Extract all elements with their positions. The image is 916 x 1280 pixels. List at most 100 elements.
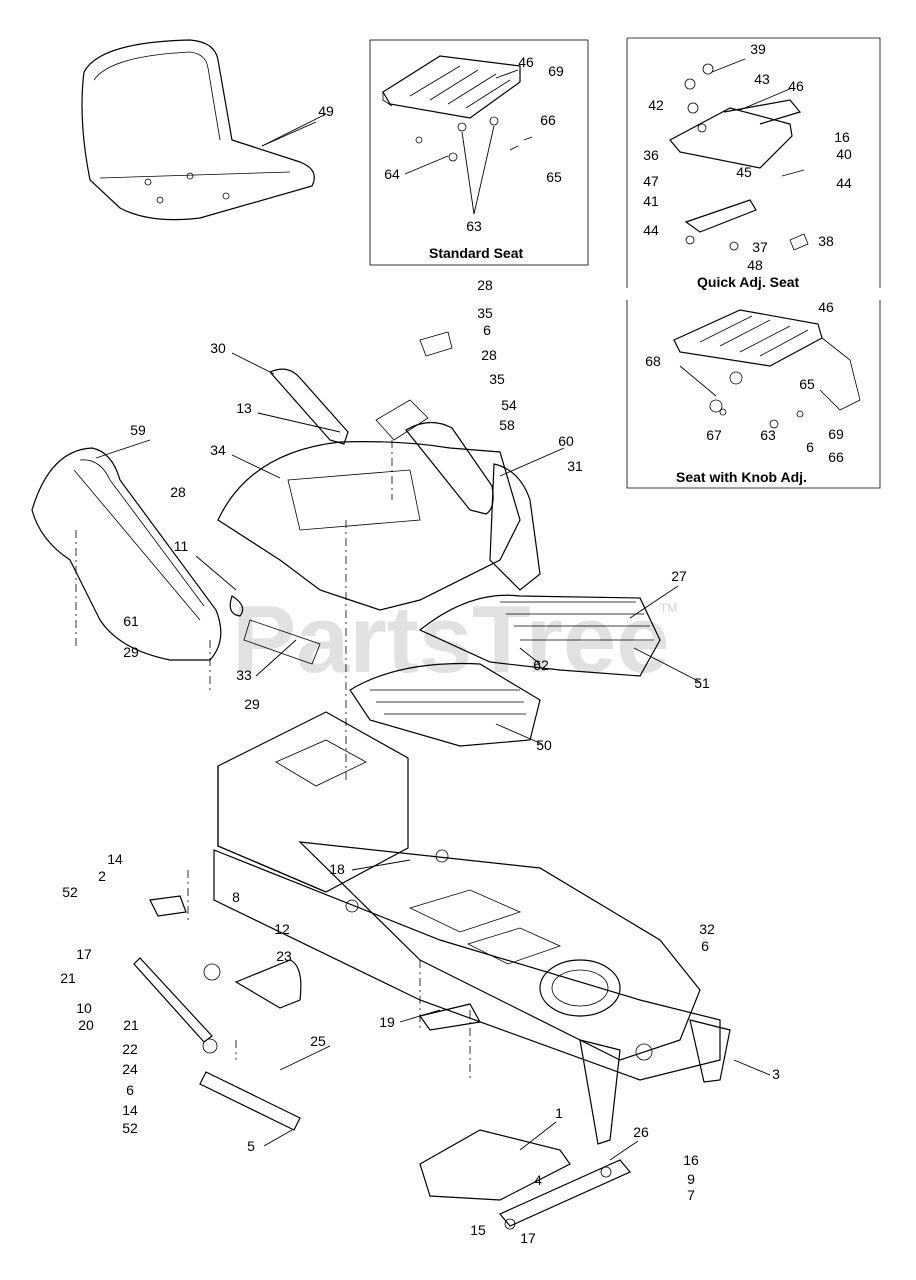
callout-label: 4 (534, 1172, 542, 1188)
callout-label: 13 (236, 400, 252, 416)
callout-label: 62 (533, 657, 549, 673)
callout-label: 52 (122, 1120, 138, 1136)
callout-label: 46 (518, 54, 534, 70)
callout-label: 17 (76, 946, 92, 962)
callout-label: 48 (747, 257, 763, 273)
callout-label: 31 (567, 458, 583, 474)
callout-label: 2 (98, 868, 106, 884)
callout-label: 1 (555, 1105, 563, 1121)
callout-label: 47 (643, 173, 659, 189)
callout-label: 35 (477, 305, 493, 321)
callout-label: 67 (706, 427, 722, 443)
callout-label: 18 (329, 861, 345, 877)
callout-label: 65 (799, 376, 815, 392)
callout-label: 46 (788, 78, 804, 94)
callout-label: 17 (520, 1230, 536, 1246)
watermark-tm: TM (660, 601, 677, 615)
callout-label: 16 (834, 129, 850, 145)
callout-label: 33 (236, 667, 252, 683)
callout-label: 21 (123, 1017, 139, 1033)
callout-label: 44 (836, 175, 852, 191)
callout-label: 39 (750, 41, 766, 57)
right-panel-footrest-drawing (229, 463, 661, 747)
callout-label: 27 (671, 568, 687, 584)
callout-label: 14 (122, 1102, 138, 1118)
callout-label: 5 (247, 1138, 255, 1154)
callout-label: 51 (694, 675, 710, 691)
callout-label: 7 (687, 1187, 695, 1203)
assembly-lines (75, 440, 471, 1080)
callout-label: 66 (540, 112, 556, 128)
callout-label: 25 (310, 1033, 326, 1049)
callout-label: 52 (62, 884, 78, 900)
callout-label: 36 (643, 147, 659, 163)
callout-label: 40 (836, 146, 852, 162)
seat-drawing (81, 39, 315, 221)
callout-label: 43 (754, 71, 770, 87)
callout-label: 37 (752, 239, 768, 255)
linkage-drawing (133, 895, 631, 1230)
callout-label: 29 (123, 644, 139, 660)
side-panel-drawing (31, 447, 222, 661)
callout-label: 16 (683, 1152, 699, 1168)
callout-label: 38 (818, 233, 834, 249)
callout-label: 21 (60, 970, 76, 986)
callout-label: 19 (379, 1014, 395, 1030)
callout-label: 22 (122, 1041, 138, 1057)
callout-label: 49 (318, 103, 334, 119)
callout-label: 34 (210, 442, 226, 458)
standard-seat-title: Standard Seat (429, 245, 523, 261)
callout-label: 46 (818, 299, 834, 315)
callout-label: 6 (483, 322, 491, 338)
inset-standard-seat: Standard Seat (369, 39, 589, 266)
callout-label: 60 (558, 433, 574, 449)
frame-drawing (213, 711, 731, 1145)
callout-label: 14 (107, 851, 123, 867)
callout-label: 11 (174, 538, 189, 554)
callout-label: 6 (701, 938, 709, 954)
callout-label: 68 (645, 353, 661, 369)
callout-label: 44 (643, 222, 659, 238)
inset-knob-adj-seat: Seat with Knob Adj. (626, 300, 881, 489)
callout-label: 64 (384, 166, 400, 182)
callout-label: 30 (210, 340, 226, 356)
callout-label: 66 (828, 449, 844, 465)
callout-label: 9 (687, 1171, 695, 1187)
callout-label: 42 (648, 97, 664, 113)
callout-label: 6 (806, 439, 814, 455)
leader-lines (95, 58, 793, 1161)
callout-label: 32 (699, 921, 715, 937)
callout-label: 65 (546, 169, 562, 185)
callout-label: 50 (536, 737, 552, 753)
callout-label: 3 (772, 1066, 780, 1082)
callout-label: 29 (244, 696, 260, 712)
callout-label: 54 (501, 397, 517, 413)
callout-label: 61 (123, 613, 139, 629)
callout-label: 58 (499, 417, 515, 433)
callout-label: 24 (122, 1061, 138, 1077)
callout-label: 10 (76, 1000, 92, 1016)
watermark-text: PartsTree (232, 586, 670, 693)
callout-label: 15 (470, 1222, 486, 1238)
callout-label: 23 (276, 948, 292, 964)
fender-body-drawing (217, 331, 521, 611)
callout-label: 45 (736, 164, 752, 180)
callout-label: 59 (130, 422, 146, 438)
quick-adj-seat-title: Quick Adj. Seat (697, 274, 800, 290)
callout-label: 28 (481, 347, 497, 363)
callout-label: 6 (126, 1082, 134, 1098)
callout-label: 28 (170, 484, 186, 500)
callout-label: 63 (760, 427, 776, 443)
callout-label: 35 (489, 371, 505, 387)
callout-label: 41 (643, 193, 659, 209)
callout-label: 20 (78, 1017, 94, 1033)
callout-label: 8 (232, 889, 240, 905)
knob-adj-seat-title: Seat with Knob Adj. (676, 469, 807, 485)
callout-label: 28 (477, 277, 493, 293)
callout-label: 69 (828, 426, 844, 442)
callout-label: 63 (466, 218, 482, 234)
callout-label: 26 (633, 1124, 649, 1140)
callout-label: 12 (274, 921, 290, 937)
